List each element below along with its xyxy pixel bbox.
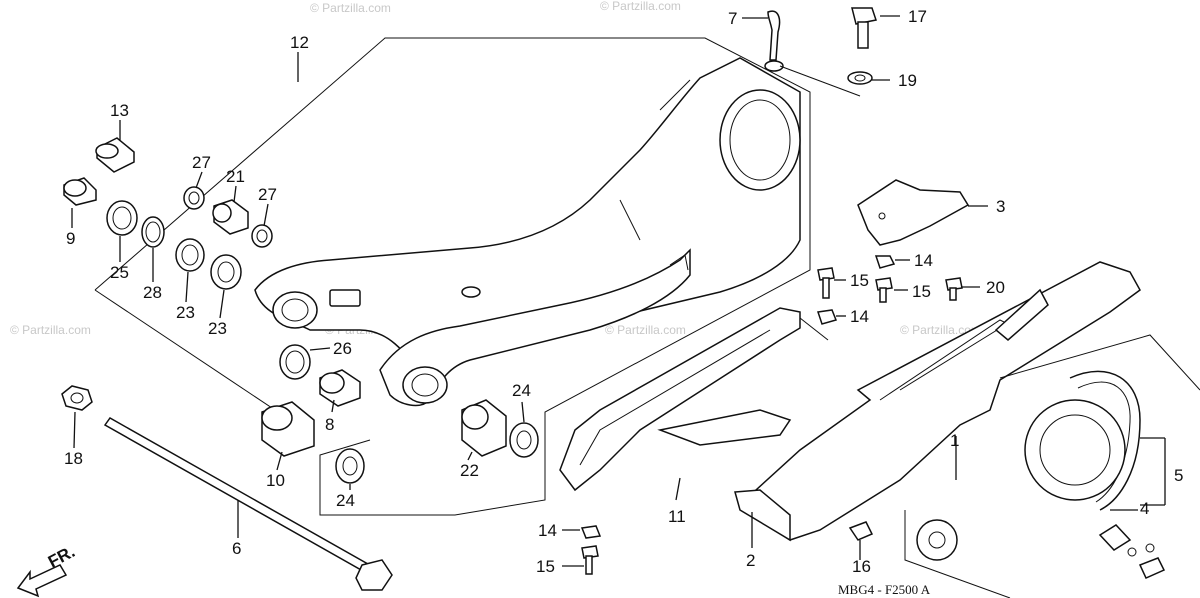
part-28-circlip[interactable]	[141, 216, 165, 248]
part-9-collar[interactable]	[63, 177, 97, 206]
part-14-nut-lower[interactable]	[580, 525, 602, 539]
part-19-washer[interactable]	[847, 71, 873, 85]
callout-19: 19	[898, 71, 917, 90]
callout-27b: 27	[258, 185, 277, 204]
part-26-dust-seal[interactable]	[279, 344, 311, 380]
callout-26: 26	[333, 339, 352, 358]
callout-15c: 15	[536, 557, 555, 576]
front-direction-arrow: FR.	[16, 542, 78, 598]
watermark-right: © Partzilla.com	[900, 323, 981, 337]
part-8-collar[interactable]	[319, 369, 361, 407]
assembly-bracket-12	[94, 37, 811, 516]
watermark-center: © Partzilla.com	[605, 323, 686, 337]
part-13-collar[interactable]	[95, 137, 135, 173]
callout-9: 9	[66, 229, 75, 248]
chain-group-bracket-top	[999, 334, 1200, 391]
callout-13: 13	[110, 101, 129, 120]
part-6-pivot-bolt[interactable]	[103, 417, 393, 591]
part-14-nut-mid[interactable]	[817, 309, 838, 325]
callout-27a: 27	[192, 153, 211, 172]
callout-22: 22	[460, 461, 479, 480]
callout-1: 1	[950, 431, 959, 450]
callout-10: 10	[266, 471, 285, 490]
callout-12: 12	[290, 33, 309, 52]
callout-23a: 23	[176, 303, 195, 322]
callout-18: 18	[64, 449, 83, 468]
callout-14c: 14	[538, 521, 557, 540]
part-3-cover[interactable]	[857, 179, 970, 246]
swingarm-body[interactable]	[254, 57, 801, 407]
callout-25: 25	[110, 263, 129, 282]
callout-14a: 14	[914, 251, 933, 270]
part-27-seal-right[interactable]	[251, 224, 273, 248]
part-2-guard[interactable]	[734, 489, 791, 542]
drive-sprocket	[916, 519, 958, 561]
part-27-seal-top[interactable]	[183, 186, 205, 210]
part-18-nut[interactable]	[61, 385, 93, 411]
rear-sprocket	[1024, 399, 1126, 501]
part-20-bolt[interactable]	[945, 277, 963, 301]
diagram-code: MBG4 - F2500 A	[838, 582, 931, 597]
part-10-collar[interactable]	[261, 401, 315, 457]
front-label: FR.	[45, 542, 78, 572]
part-25-dust-seal[interactable]	[106, 200, 138, 236]
callout-14b: 14	[850, 307, 869, 326]
callout-15a: 15	[850, 271, 869, 290]
callout-15b: 15	[912, 282, 931, 301]
watermark-left: © Partzilla.com	[10, 323, 91, 337]
part-24-seal-right[interactable]	[509, 422, 539, 458]
part-11-chain-slider[interactable]	[559, 307, 801, 492]
part-22-needle-bearing[interactable]	[461, 399, 507, 457]
part-15-bolt-b[interactable]	[875, 277, 893, 303]
part-7-clip[interactable]	[764, 10, 784, 72]
callout-28: 28	[143, 283, 162, 302]
callout-24b: 24	[512, 381, 531, 400]
watermark-top-right: © Partzilla.com	[600, 0, 681, 13]
assembly-bracket-lower	[94, 289, 291, 421]
part-23-bearing-b[interactable]	[210, 254, 242, 290]
part-21-bearing[interactable]	[212, 199, 249, 235]
callout-21: 21	[226, 167, 245, 186]
leader-19	[779, 65, 861, 97]
part-15-bolt-lower[interactable]	[581, 545, 599, 575]
part-17-bolt[interactable]	[851, 7, 877, 49]
callout-17: 17	[908, 7, 927, 26]
callout-4: 4	[1140, 499, 1149, 518]
callout-23b: 23	[208, 319, 227, 338]
callout-3: 3	[996, 197, 1005, 216]
part-23-bearing-a[interactable]	[175, 238, 205, 272]
callout-5: 5	[1174, 466, 1183, 485]
part-1-chain-case[interactable]	[743, 261, 1141, 541]
callout-16: 16	[852, 557, 871, 576]
part-4-master-link[interactable]	[1098, 524, 1166, 579]
chain-group-bracket-left	[904, 510, 1011, 598]
part-15-bolt-a[interactable]	[817, 267, 835, 299]
callout-8: 8	[325, 415, 334, 434]
leader-11-bolt	[799, 317, 829, 341]
callout-7: 7	[728, 9, 737, 28]
part-16-bolt[interactable]	[848, 521, 874, 541]
part-14-nut-top[interactable]	[874, 255, 896, 269]
callout-2: 2	[746, 551, 755, 570]
leader-lines	[71, 15, 1166, 567]
callout-11: 11	[668, 507, 686, 526]
callout-6: 6	[232, 539, 241, 558]
callout-20: 20	[986, 278, 1005, 297]
part-24-seal-left[interactable]	[335, 448, 365, 484]
callout-24a: 24	[336, 491, 355, 510]
watermark-top: © Partzilla.com	[310, 1, 391, 15]
